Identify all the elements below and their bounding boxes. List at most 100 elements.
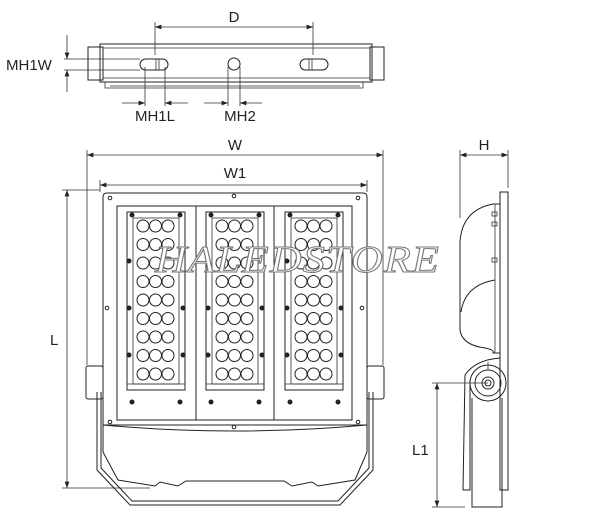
led	[240, 238, 254, 251]
led	[215, 330, 229, 344]
led	[240, 256, 254, 270]
led	[136, 219, 150, 233]
led-module	[284, 211, 344, 391]
screw	[287, 399, 293, 405]
screw	[338, 352, 344, 358]
screw	[284, 352, 290, 358]
screw	[338, 305, 344, 311]
led	[228, 367, 241, 381]
dim-label-w: W	[228, 137, 243, 154]
led	[319, 349, 333, 362]
screw	[284, 305, 290, 311]
housing-screw	[231, 424, 237, 430]
led	[136, 293, 150, 307]
led	[319, 219, 333, 233]
led	[294, 293, 308, 307]
screw	[205, 305, 211, 311]
dim-label-mh1w: MH1W	[6, 57, 53, 74]
led	[240, 367, 254, 381]
led-module	[205, 211, 265, 391]
housing-screw	[231, 193, 237, 199]
led	[228, 219, 241, 233]
led	[307, 330, 320, 344]
dim-label-l: L	[50, 332, 58, 349]
dim-label-d: D	[229, 9, 240, 26]
screw	[126, 258, 132, 264]
housing-screw	[355, 195, 361, 201]
led	[228, 349, 241, 362]
led-module	[126, 211, 186, 391]
led	[149, 293, 162, 307]
led	[240, 349, 254, 362]
screw	[287, 212, 293, 218]
led	[215, 349, 229, 362]
screw	[259, 352, 265, 358]
screw	[284, 258, 290, 264]
led	[215, 293, 229, 307]
led	[215, 219, 229, 233]
dim-label-mh1l: MH1L	[135, 108, 175, 125]
dim-label-mh2: MH2	[224, 108, 256, 125]
top-view: D MH1W MH1L MH2	[6, 9, 385, 125]
watermark: HALEDSTORE	[154, 239, 440, 281]
led	[149, 349, 162, 362]
screw	[205, 258, 211, 264]
front-view: W W1 L HALEDSTORE	[50, 137, 440, 506]
led	[149, 219, 162, 233]
screw	[259, 305, 265, 311]
led	[228, 293, 241, 307]
led	[149, 312, 162, 325]
led	[136, 256, 150, 270]
led	[307, 312, 320, 325]
led	[228, 330, 241, 344]
led	[319, 312, 333, 325]
screw	[126, 305, 132, 311]
led	[161, 256, 175, 270]
led	[319, 293, 333, 307]
mounting-slot-left	[139, 58, 169, 71]
module-frame	[284, 211, 344, 391]
led	[319, 256, 333, 270]
led	[161, 349, 175, 362]
housing-screw	[355, 419, 361, 425]
led	[319, 275, 333, 288]
led	[149, 330, 162, 344]
led	[161, 238, 175, 251]
screw	[177, 212, 183, 218]
led	[136, 238, 150, 251]
led	[294, 349, 308, 362]
dim-label-h: H	[479, 137, 490, 154]
module-frame	[126, 211, 186, 391]
led	[161, 275, 175, 288]
screw	[126, 352, 132, 358]
led	[161, 312, 175, 325]
led	[294, 330, 308, 344]
led	[240, 293, 254, 307]
led	[319, 330, 333, 344]
mounting-slot-right	[299, 58, 329, 71]
led	[240, 275, 254, 288]
housing-screw	[359, 305, 365, 311]
screw	[177, 399, 183, 405]
screw	[256, 399, 262, 405]
led	[319, 238, 333, 251]
mounting-hole-center	[227, 57, 241, 71]
led	[215, 367, 229, 381]
led	[294, 367, 308, 381]
module-frame	[205, 211, 265, 391]
screw	[205, 352, 211, 358]
led	[161, 367, 175, 381]
screw	[180, 305, 186, 311]
screw	[335, 399, 341, 405]
led	[161, 293, 175, 307]
led	[307, 293, 320, 307]
screw	[129, 399, 135, 405]
housing-screw	[107, 195, 113, 201]
led	[240, 330, 254, 344]
led	[294, 219, 308, 233]
led	[136, 330, 150, 344]
housing-screw	[104, 305, 110, 311]
led	[294, 312, 308, 325]
led	[319, 367, 333, 381]
